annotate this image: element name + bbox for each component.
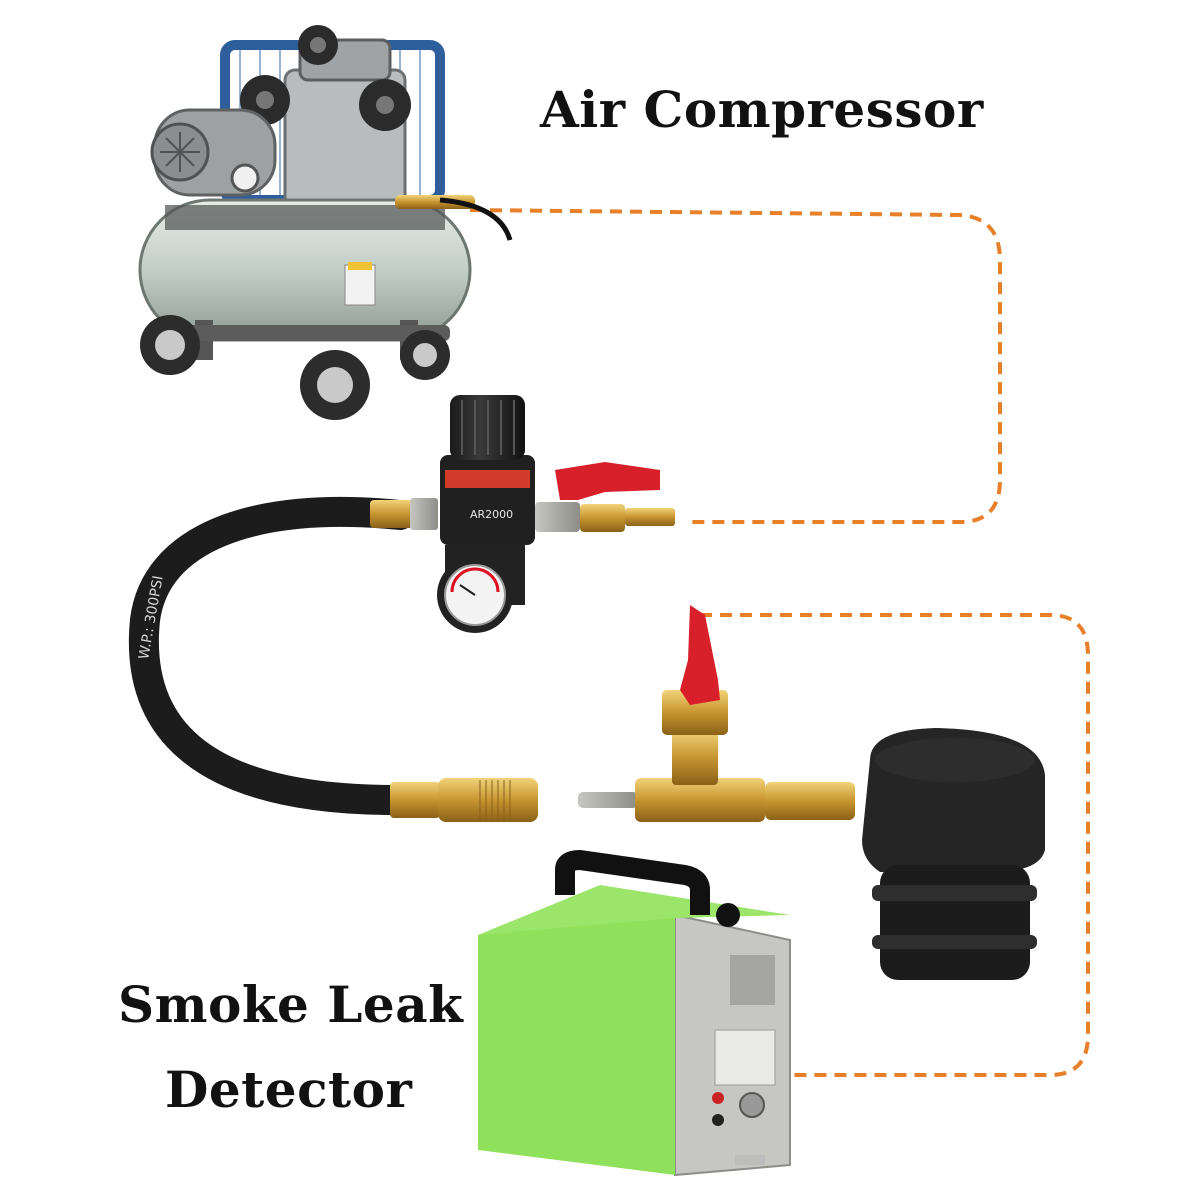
air-compressor-illustration (138, 25, 513, 420)
quick-coupler-female (390, 778, 538, 822)
air-hose (128, 496, 415, 815)
smoke-detector-label-line1: Smoke Leak (118, 975, 464, 1034)
pressure-regulator: AR2000 (370, 395, 675, 633)
connector-line-detector (700, 613, 1090, 1077)
filter-canister (862, 728, 1045, 980)
regulator-model-label: AR2000 (470, 508, 513, 521)
smoke-detector-machine (478, 850, 791, 1177)
air-compressor-label: Air Compressor (540, 80, 984, 139)
connector-line-compressor (469, 208, 1002, 524)
tee-valve-assembly (578, 605, 855, 822)
smoke-detector-label-line2: Detector (165, 1060, 413, 1119)
